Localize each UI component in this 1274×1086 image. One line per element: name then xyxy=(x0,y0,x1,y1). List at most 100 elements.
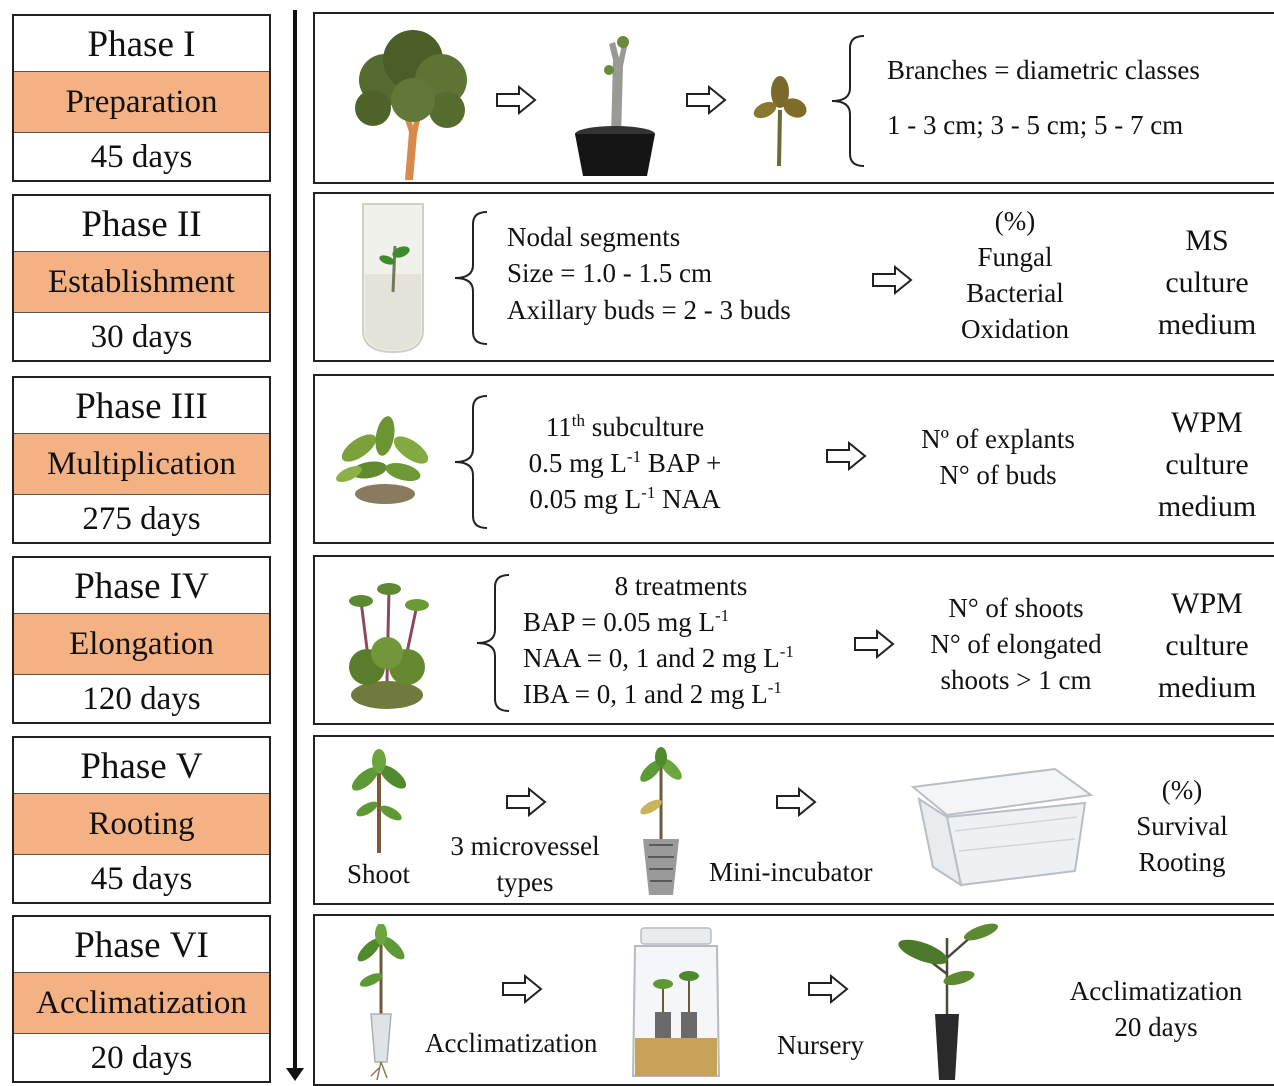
phase-title: Phase II xyxy=(81,204,202,245)
phase-title: Phase III xyxy=(75,386,208,427)
right-arrow-icon xyxy=(506,787,547,817)
rooted-plantlet-image xyxy=(640,747,682,895)
bap-dose-text: 0.5 mg L-1 BAP + xyxy=(528,446,722,478)
percent-label: (%) xyxy=(1161,775,1203,805)
culture-medium-label: WPM culture medium xyxy=(1137,402,1274,528)
microvessel-line: 3 microvessel xyxy=(450,831,600,861)
bap-treatment-text: BAP = 0.05 mg L-1 xyxy=(523,606,730,637)
oxidation-label: Oxidation xyxy=(961,313,1069,344)
phase-name: Rooting xyxy=(14,793,269,855)
phase-box-5: Phase V Rooting 45 days xyxy=(12,736,271,904)
buds-count-label: N° of buds xyxy=(939,459,1057,490)
phase-box-2: Phase II Establishment 30 days xyxy=(12,194,271,362)
nodal-segments-text: Nodal segments xyxy=(507,222,681,252)
phase-name: Elongation xyxy=(14,613,269,675)
mini-incubator-label: Mini-incubator xyxy=(709,857,873,887)
panel-acclimatization: Acclimatization Nursery Acclimatization … xyxy=(313,914,1274,1086)
sprout-image xyxy=(753,76,807,167)
phase-box-3: Phase III Multiplication 275 days xyxy=(12,376,271,544)
fungal-label: Fungal xyxy=(977,241,1053,272)
right-arrow-icon xyxy=(854,629,895,659)
phase-title: Phase IV xyxy=(74,566,209,607)
plastic-box-image xyxy=(910,767,1094,888)
right-arrow-icon xyxy=(502,974,543,1004)
medium-name: WPM xyxy=(1171,587,1243,620)
acclimatization-result: Acclimatization 20 days xyxy=(1051,974,1261,1046)
shoot-image xyxy=(351,749,407,853)
curly-brace-icon xyxy=(454,395,488,529)
medium-word: medium xyxy=(1157,490,1257,523)
shoots-count-label: N° of shoots xyxy=(948,593,1084,623)
shoot-label: Shoot xyxy=(347,859,411,889)
phase-duration: 275 days xyxy=(82,501,201,537)
tree-image xyxy=(355,30,467,180)
medium-word: culture xyxy=(1165,629,1249,662)
phase-duration: 30 days xyxy=(90,319,193,355)
branches-text: Branches = diametric classes xyxy=(887,55,1200,85)
phase-name: Multiplication xyxy=(14,433,269,495)
right-arrow-icon xyxy=(808,974,849,1004)
survival-label: Survival xyxy=(1136,810,1228,841)
curly-brace-icon xyxy=(454,211,488,345)
microvessel-line: types xyxy=(496,866,554,897)
phase-duration: 45 days xyxy=(90,861,193,897)
phase-name: Preparation xyxy=(14,71,269,133)
rooting-label: Rooting xyxy=(1138,846,1226,877)
phase-name: Establishment xyxy=(14,251,269,313)
panel-preparation: Branches = diametric classes 1 - 3 cm; 3… xyxy=(313,12,1274,184)
elongated-cluster-image xyxy=(349,583,429,709)
phase-duration: 120 days xyxy=(82,681,201,717)
right-arrow-icon xyxy=(496,85,537,115)
test-tube-image xyxy=(362,203,424,354)
segment-size-text: Size = 1.0 - 1.5 cm xyxy=(507,258,712,288)
medium-word: culture xyxy=(1165,448,1249,481)
potted-stump-image xyxy=(575,36,655,176)
acclimatization-result-label: Acclimatization xyxy=(1069,976,1243,1006)
elongation-evaluation: N° of shoots N° of elongated shoots > 1 … xyxy=(907,591,1125,699)
phase-box-6: Phase VI Acclimatization 20 days xyxy=(12,915,271,1083)
iba-treatment-text: IBA = 0, 1 and 2 mg L-1 xyxy=(523,678,782,709)
axillary-buds-text: Axillary buds = 2 - 3 buds xyxy=(507,295,791,325)
nursery-seedling-image xyxy=(898,923,999,1080)
right-arrow-icon xyxy=(872,265,913,295)
right-arrow-icon xyxy=(686,85,727,115)
multiplication-evaluation: Nº of explants N° of buds xyxy=(893,422,1103,494)
right-arrow-icon xyxy=(826,441,867,471)
shoot-cluster-image xyxy=(336,416,429,504)
panel-rooting: Shoot 3 microvessel types Mini-incubator… xyxy=(313,735,1274,905)
curly-brace-icon xyxy=(476,574,510,712)
explants-count-label: Nº of explants xyxy=(921,424,1075,454)
medium-word: medium xyxy=(1157,308,1257,341)
phase-duration: 45 days xyxy=(90,139,193,175)
rooting-evaluation: (%) Survival Rooting xyxy=(1105,773,1259,881)
naa-treatment-text: NAA = 0, 1 and 2 mg L-1 xyxy=(523,642,794,673)
acclimatization-step-label: Acclimatization xyxy=(425,1028,598,1058)
contamination-evaluation: (%) Fungal Bacterial Oxidation xyxy=(935,204,1095,348)
treatments-count-text: 8 treatments xyxy=(614,571,748,601)
plantlet-roots-image xyxy=(357,924,405,1081)
phase-box-4: Phase IV Elongation 120 days xyxy=(12,556,271,724)
microvessel-types-label: 3 microvessel types xyxy=(437,829,613,901)
phase-title: Phase VI xyxy=(74,925,209,966)
glass-jar-image xyxy=(631,927,721,1077)
phase-box-1: Phase I Preparation 45 days xyxy=(12,14,271,182)
medium-name: MS xyxy=(1185,224,1229,257)
panel-multiplication: 11th subculture 0.5 mg L-1 BAP + 0.05 mg… xyxy=(313,374,1274,544)
medium-word: medium xyxy=(1157,671,1257,704)
timeline-arrow xyxy=(286,10,304,1081)
diameter-classes-text: 1 - 3 cm; 3 - 5 cm; 5 - 7 cm xyxy=(887,110,1184,140)
percent-label: (%) xyxy=(994,206,1036,236)
medium-name: WPM xyxy=(1171,406,1243,439)
culture-medium-label: WPM culture medium xyxy=(1137,583,1274,709)
panel-elongation: 8 treatments BAP = 0.05 mg L-1 NAA = 0, … xyxy=(313,555,1274,725)
shoot-length-label: shoots > 1 cm xyxy=(940,664,1092,695)
medium-word: culture xyxy=(1165,266,1249,299)
phase-name: Acclimatization xyxy=(14,972,269,1034)
bacterial-label: Bacterial xyxy=(966,277,1064,308)
curly-brace-icon xyxy=(831,35,865,167)
right-arrow-icon xyxy=(776,787,817,817)
panel-establishment: Nodal segments Size = 1.0 - 1.5 cm Axill… xyxy=(313,192,1274,362)
multiplication-conditions: 11th subculture 0.5 mg L-1 BAP + 0.05 mg… xyxy=(507,410,743,518)
phase-title: Phase I xyxy=(87,24,196,65)
naa-dose-text: 0.05 mg L-1 NAA xyxy=(529,482,721,514)
